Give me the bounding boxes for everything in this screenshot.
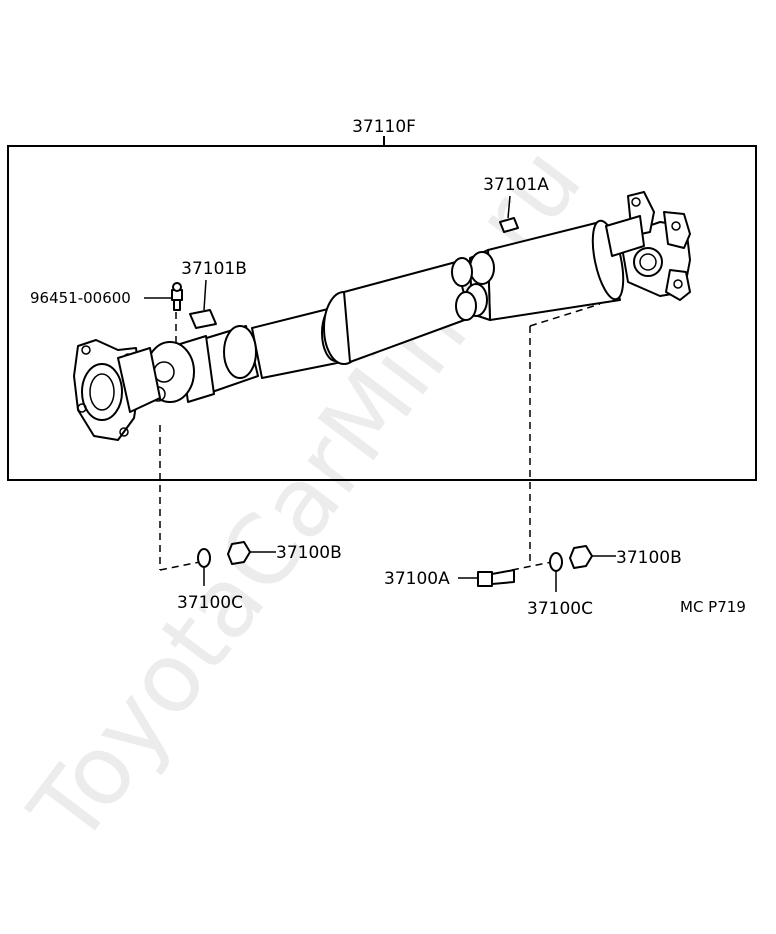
- washer-left-icon: [197, 548, 211, 568]
- leader-lines: [144, 195, 616, 592]
- label-37100c-left: 37100C: [177, 593, 243, 613]
- label-37100c-right: 37100C: [527, 599, 593, 619]
- label-96451-00600: 96451-00600: [30, 289, 131, 307]
- dust-seal-a-icon: [499, 217, 519, 233]
- dust-seal-b-icon: [189, 309, 217, 329]
- nut-left-icon: [227, 541, 251, 565]
- front-flange-yoke: [73, 339, 161, 441]
- label-37100a: 37100A: [384, 569, 450, 589]
- label-37100b-left: 37100B: [276, 543, 342, 563]
- front-shaft-tube: [251, 257, 477, 379]
- figure-code: MC P719: [680, 598, 746, 616]
- label-37101b: 37101B: [181, 259, 247, 279]
- nut-right-icon: [569, 545, 593, 569]
- washer-right-icon: [549, 552, 563, 572]
- bolt-right-icon: [477, 569, 515, 587]
- label-37101a: 37101A: [483, 175, 549, 195]
- grease-fitting-icon: [171, 282, 183, 311]
- assembly-bracket: [7, 136, 757, 481]
- rear-flange-yoke: [605, 191, 691, 301]
- label-37110f: 37110F: [352, 117, 416, 137]
- watermark: ToyotaCarMine.ru: [8, 127, 603, 865]
- label-37100b-right: 37100B: [616, 548, 682, 568]
- front-slip-yoke: [145, 325, 259, 403]
